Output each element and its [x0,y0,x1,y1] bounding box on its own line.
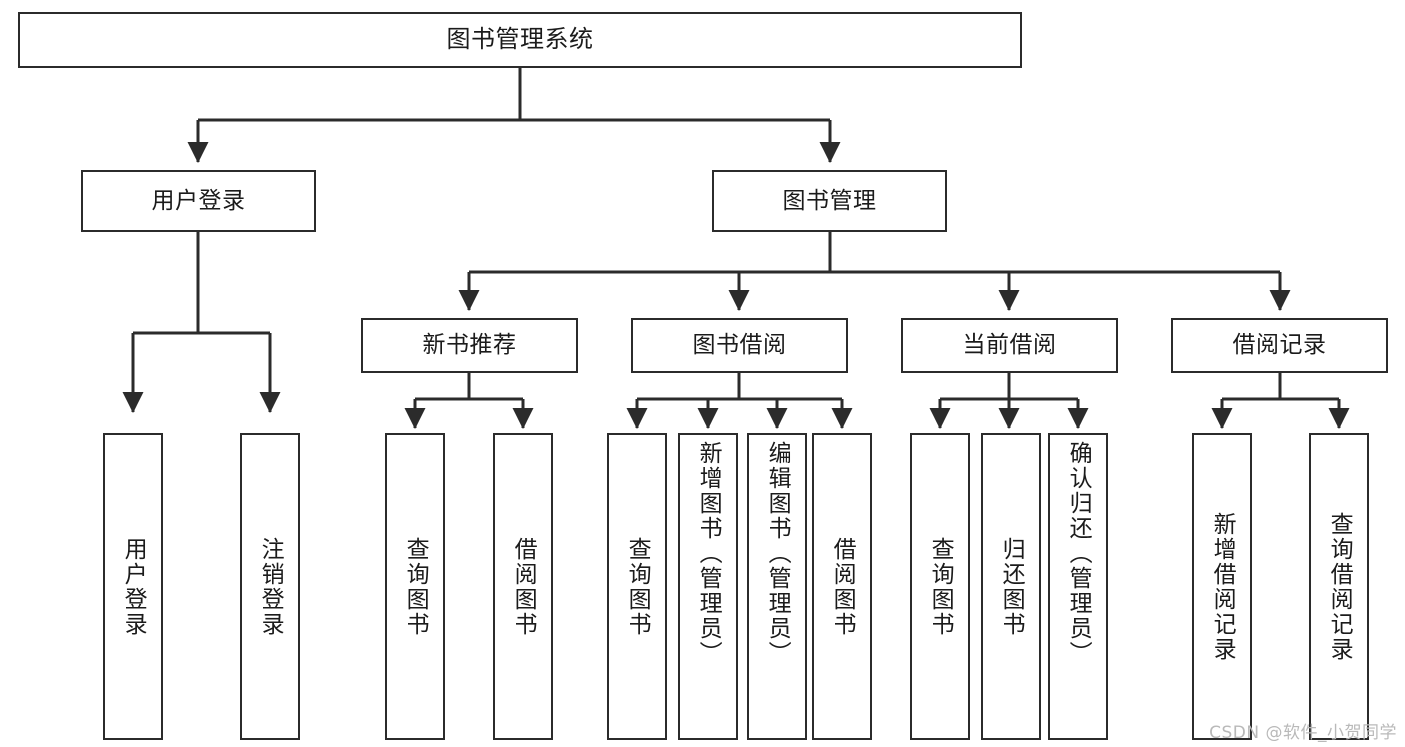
node-label: 确认归还（管理员） [1065,441,1092,666]
node-label: 图书管理 [782,187,877,214]
leaf-query-borrow-record[interactable]: 查询借阅记录 [1309,433,1369,740]
node-label: 查询借阅记录 [1326,511,1353,662]
node-label: 编辑图书（管理员） [764,441,791,666]
node-label: 查询图书 [624,536,651,637]
node-label: 借阅图书 [510,536,537,637]
leaf-edit-book-admin[interactable]: 编辑图书（管理员） [747,433,807,740]
leaf-add-borrow-record[interactable]: 新增借阅记录 [1192,433,1252,740]
leaf-user-login[interactable]: 用户登录 [103,433,163,740]
node-label: 图书借阅 [692,332,787,359]
node-label: 查询图书 [927,536,954,637]
node-new-book-recommend[interactable]: 新书推荐 [361,318,578,373]
node-label: 图书管理系统 [446,25,594,54]
node-label: 用户登录 [120,536,147,637]
leaf-borrow-book-recommend[interactable]: 借阅图书 [493,433,553,740]
node-user-login[interactable]: 用户登录 [81,170,316,232]
node-label: 新增图书（管理员） [695,441,722,666]
leaf-logout[interactable]: 注销登录 [240,433,300,740]
node-label: 新增借阅记录 [1209,511,1236,662]
node-book-borrow[interactable]: 图书借阅 [631,318,848,373]
node-current-borrow[interactable]: 当前借阅 [901,318,1118,373]
node-label: 归还图书 [998,536,1025,637]
node-book-management[interactable]: 图书管理 [712,170,947,232]
node-label: 用户登录 [151,187,246,214]
leaf-query-book-current[interactable]: 查询图书 [910,433,970,740]
node-label: 借阅图书 [829,536,856,637]
leaf-query-book-recommend[interactable]: 查询图书 [385,433,445,740]
node-root-book-management-system[interactable]: 图书管理系统 [18,12,1022,68]
node-label: 当前借阅 [962,332,1057,359]
leaf-add-book-admin[interactable]: 新增图书（管理员） [678,433,738,740]
watermark-text: CSDN @软件_小贺同学 [1209,723,1397,743]
node-label: 借阅记录 [1232,332,1327,359]
leaf-query-book-borrow[interactable]: 查询图书 [607,433,667,740]
node-borrow-record[interactable]: 借阅记录 [1171,318,1388,373]
node-label: 新书推荐 [422,332,517,359]
node-label: 注销登录 [257,536,284,637]
node-label: 查询图书 [402,536,429,637]
leaf-confirm-return-admin[interactable]: 确认归还（管理员） [1048,433,1108,740]
leaf-return-book[interactable]: 归还图书 [981,433,1041,740]
leaf-borrow-book[interactable]: 借阅图书 [812,433,872,740]
